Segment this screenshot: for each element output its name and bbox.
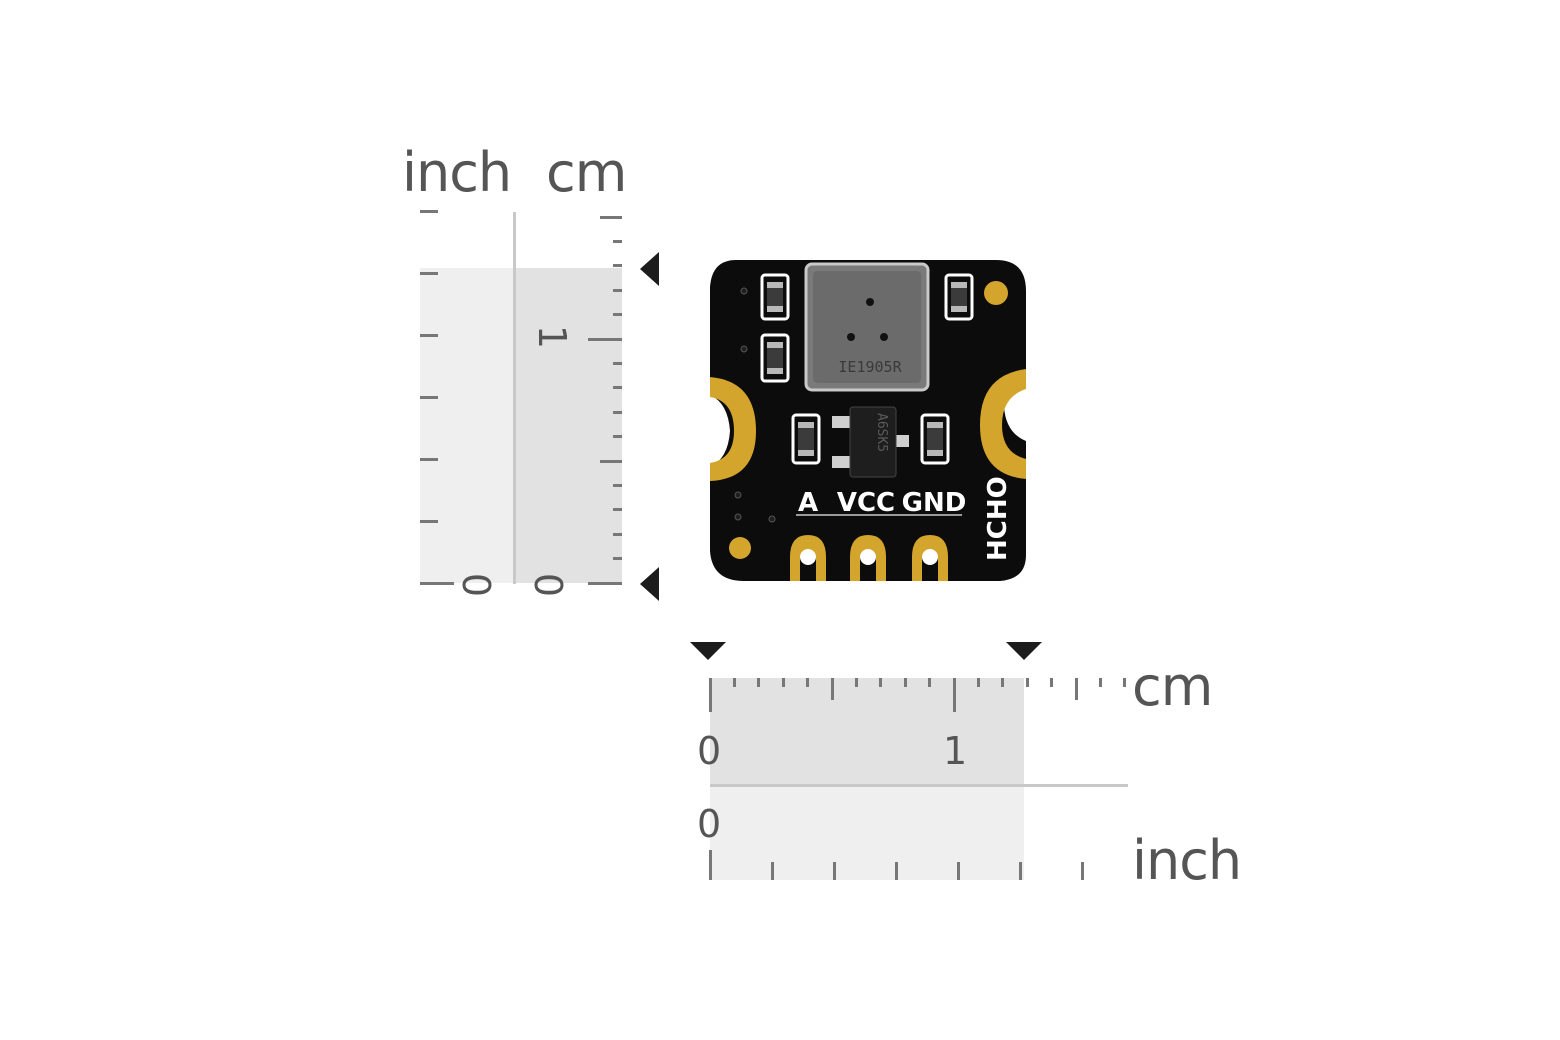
horizontal-right-marker-icon xyxy=(1006,642,1042,660)
horizontal-cm-tick xyxy=(806,678,810,687)
vertical-cm-tick xyxy=(613,361,622,365)
vertical-divider-line xyxy=(513,212,516,584)
horizontal-cm-tick xyxy=(732,678,736,687)
header-pin-vcc xyxy=(850,535,886,581)
horizontal-cm-tick xyxy=(781,678,785,687)
header-pin-a xyxy=(790,535,826,581)
smd-component xyxy=(760,273,790,321)
horizontal-inch-tick xyxy=(832,862,836,880)
horizontal-inch-shade xyxy=(710,787,1024,880)
bottom-left-pad xyxy=(729,537,751,559)
vertical-inch-label: inch xyxy=(402,141,512,204)
transistor-marking: A6SK5 xyxy=(874,413,889,452)
horizontal-inch-tick xyxy=(1018,862,1022,880)
horizontal-cm-tick xyxy=(1074,678,1078,700)
horizontal-inch-zero: 0 xyxy=(697,802,722,846)
pin-label-vcc: VCC xyxy=(837,488,895,518)
vertical-bottom-marker-icon xyxy=(640,567,659,601)
vertical-cm-tick xyxy=(588,581,622,585)
vertical-cm-tick xyxy=(588,337,622,341)
vertical-cm-one: 1 xyxy=(530,324,575,350)
horizontal-inch-label: inch xyxy=(1132,829,1242,892)
vertical-cm-tick xyxy=(600,459,622,463)
horizontal-cm-tick xyxy=(1098,678,1102,687)
vertical-cm-tick xyxy=(613,508,622,512)
vias xyxy=(734,287,776,523)
horizontal-cm-tick xyxy=(952,678,956,712)
horizontal-cm-tick xyxy=(928,678,932,687)
vertical-cm-tick xyxy=(613,483,622,487)
transistor xyxy=(832,406,909,478)
pin-label-gnd: GND xyxy=(902,488,967,518)
horizontal-cm-tick xyxy=(854,678,858,687)
horizontal-cm-tick xyxy=(879,678,883,687)
horizontal-cm-tick xyxy=(1123,678,1127,687)
vertical-inch-shade xyxy=(420,268,513,583)
horizontal-cm-tick xyxy=(757,678,761,687)
sensor-hole xyxy=(880,333,888,341)
smd-component xyxy=(791,413,821,465)
left-castellated-pad xyxy=(710,377,756,481)
horizontal-cm-tick xyxy=(830,678,834,700)
vertical-inch-tick xyxy=(420,581,454,585)
horizontal-inch-tick xyxy=(894,862,898,880)
horizontal-cm-one: 1 xyxy=(943,729,968,773)
vertical-inch-tick xyxy=(420,271,438,275)
vertical-cm-tick xyxy=(613,264,622,268)
horizontal-inch-tick xyxy=(708,850,712,880)
vertical-inch-zero: 0 xyxy=(454,572,499,598)
header-pin-gnd xyxy=(912,535,948,581)
right-castellated-pad xyxy=(980,369,1026,479)
vertical-cm-tick xyxy=(613,532,622,536)
sensor-board: IE1905R xyxy=(710,260,1026,581)
vertical-cm-tick xyxy=(613,288,622,292)
smd-component xyxy=(760,333,790,383)
vertical-cm-label: cm xyxy=(546,141,627,204)
vertical-cm-tick xyxy=(613,313,622,317)
vertical-cm-tick xyxy=(600,215,622,219)
horizontal-cm-tick xyxy=(1050,678,1054,687)
vertical-cm-tick xyxy=(613,435,622,439)
horizontal-left-marker-icon xyxy=(690,642,726,660)
horizontal-inch-tick xyxy=(1080,862,1084,880)
sensor-marking: IE1905R xyxy=(838,358,902,376)
vertical-cm-tick xyxy=(613,386,622,390)
horizontal-inch-tick xyxy=(770,862,774,880)
vertical-top-marker-icon xyxy=(640,252,659,286)
silk-underline xyxy=(796,514,962,516)
top-right-pad xyxy=(984,281,1008,305)
horizontal-inch-tick xyxy=(956,862,960,880)
smd-component xyxy=(920,413,950,465)
vertical-cm-tick xyxy=(613,410,622,414)
horizontal-cm-zero: 0 xyxy=(697,729,722,773)
vertical-inch-tick xyxy=(420,333,438,337)
vertical-inch-tick xyxy=(420,519,438,523)
board-name: HCHO xyxy=(983,476,1013,561)
horizontal-cm-label: cm xyxy=(1132,655,1213,718)
vertical-cm-zero: 0 xyxy=(526,572,571,598)
horizontal-cm-tick xyxy=(1025,678,1029,687)
vertical-inch-tick xyxy=(420,395,438,399)
vertical-cm-shade xyxy=(516,268,622,583)
horizontal-cm-tick xyxy=(1001,678,1005,687)
smd-component xyxy=(944,273,974,321)
pin-label-a: A xyxy=(798,488,818,518)
horizontal-cm-shade xyxy=(710,678,1024,784)
vertical-cm-tick xyxy=(613,239,622,243)
horizontal-cm-tick xyxy=(976,678,980,687)
horizontal-cm-tick xyxy=(903,678,907,687)
horizontal-cm-tick xyxy=(708,678,712,712)
vertical-inch-tick xyxy=(420,209,438,213)
sensor-hole xyxy=(847,333,855,341)
vertical-inch-tick xyxy=(420,457,438,461)
vertical-cm-tick xyxy=(613,557,622,561)
horizontal-divider-line xyxy=(710,784,1128,787)
sensor-lid xyxy=(813,271,921,383)
sensor-hole xyxy=(866,298,874,306)
